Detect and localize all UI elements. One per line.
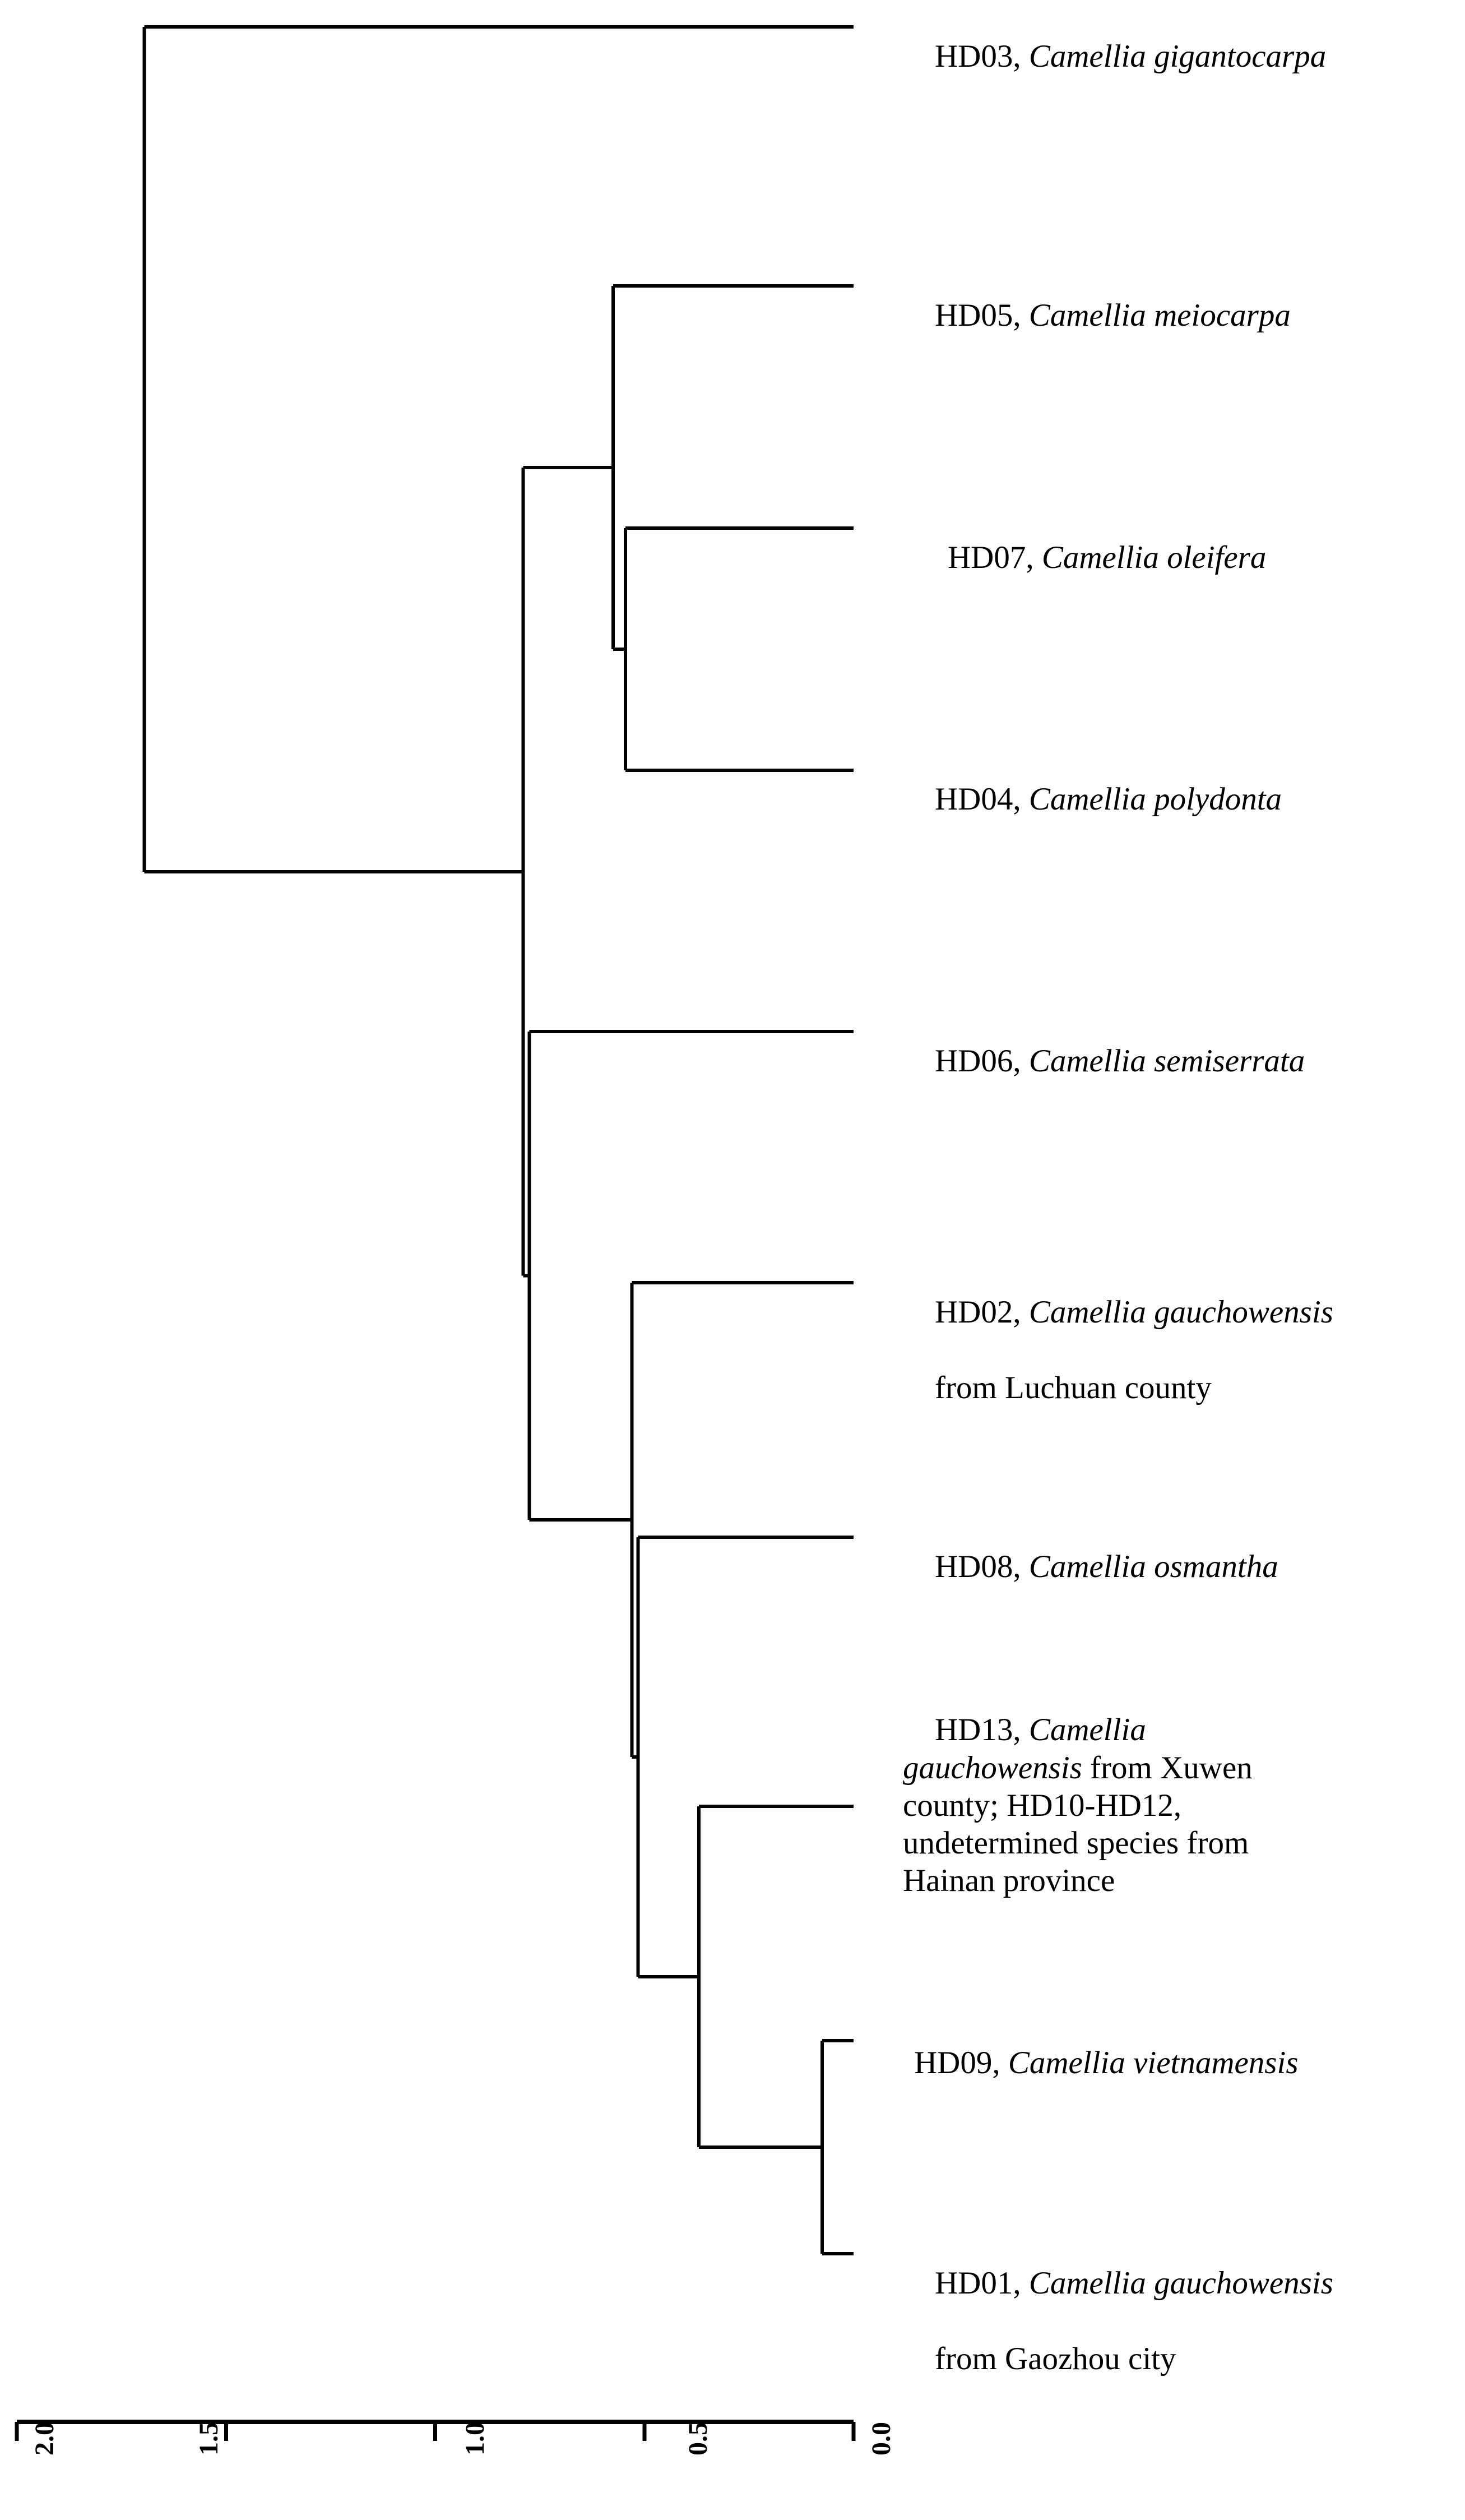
leaf-species-HD04: Camellia polydonta [1028, 782, 1282, 817]
leaf-label-HD03: HD03, Camellia gigantocarpa [903, 0, 1441, 113]
leaf-suffix-HD13: from Xuwen county; HD10-HD12, undetermin… [903, 1750, 1261, 1899]
leaf-code-HD13: HD13, [935, 1712, 1029, 1748]
leaf-species-HD09: Camellia vietnamensis [1008, 2045, 1299, 2081]
leaf-code-HD03: HD03, [935, 39, 1029, 75]
leaf-label-HD02: HD02, Camellia gauchowensis from Luchuan… [903, 1256, 1455, 1444]
leaf-label-HD06: HD06, Camellia semiserrata [903, 1005, 1441, 1118]
leaf-code-HD08: HD08, [935, 1549, 1029, 1585]
leaf-label-HD01: HD01, Camellia gauchowensis from Gaozhou… [903, 2227, 1455, 2415]
leaf-label-HD04: HD04, Camellia polydonta [903, 743, 1441, 856]
leaf-species-HD03: Camellia gigantocarpa [1028, 39, 1327, 75]
axis-tick-label-1-0: 1.0 [460, 2422, 490, 2456]
leaf-suffix-HD02: from Luchuan county [935, 1370, 1212, 1405]
leaf-species-HD01: Camellia gauchowensis [1028, 2265, 1333, 2301]
leaf-code-HD09: HD09, [914, 2045, 1008, 2081]
leaf-label-HD08: HD08, Camellia osmantha [903, 1510, 1441, 1624]
leaf-code-HD07: HD07, [948, 540, 1042, 576]
leaf-code-HD01: HD01, [935, 2265, 1029, 2301]
axis-tick-label-2-0: 2.0 [30, 2422, 59, 2456]
leaf-code-HD05: HD05, [935, 298, 1029, 334]
leaf-code-HD04: HD04, [935, 782, 1029, 817]
axis-tick-label-0-0: 0.0 [866, 2422, 896, 2456]
leaf-species-HD13: Camellia gauchowensis [903, 1712, 1155, 1786]
leaf-code-HD06: HD06, [935, 1043, 1029, 1079]
leaf-species-HD02: Camellia gauchowensis [1028, 1294, 1333, 1330]
leaf-code-HD02: HD02, [935, 1294, 1029, 1330]
leaf-suffix-HD01: from Gaozhou city [935, 2341, 1176, 2376]
axis-tick-label-0-5: 0.5 [683, 2422, 713, 2456]
leaf-label-HD05: HD05, Camellia meiocarpa [903, 259, 1441, 372]
leaf-species-HD05: Camellia meiocarpa [1028, 298, 1291, 334]
leaf-label-HD13: HD13, Camellia gauchowensis from Xuwen c… [903, 1673, 1295, 1938]
leaf-label-HD09: HD09, Camellia vietnamensis [882, 2006, 1443, 2120]
leaf-species-HD07: Camellia oleifera [1041, 540, 1267, 576]
leaf-label-HD07: HD07, Camellia oleifera [916, 501, 1454, 614]
leaf-species-HD06: Camellia semiserrata [1028, 1043, 1305, 1079]
leaf-species-HD08: Camellia osmantha [1028, 1549, 1278, 1585]
axis-tick-label-1-5: 1.5 [194, 2422, 224, 2456]
